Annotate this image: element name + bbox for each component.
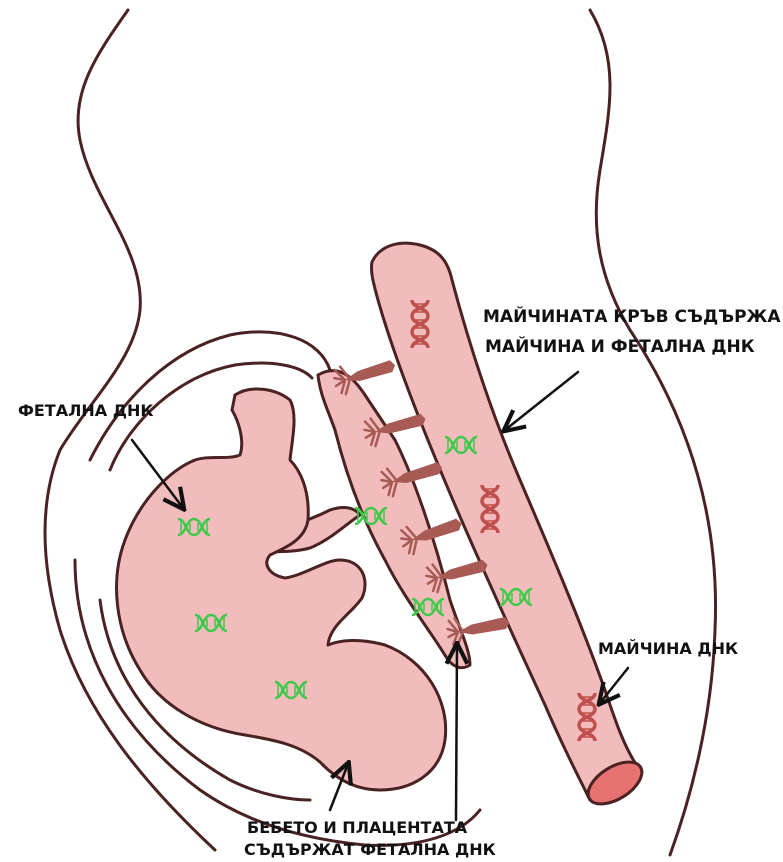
mother-body-left-outline: [45, 10, 215, 850]
arrow-maternal-blood: [505, 372, 578, 430]
label-maternal-blood-line1: МАЙЧИНАТА КРЪВ СЪДЪРЖА: [483, 305, 781, 327]
arrow-placenta: [456, 645, 457, 820]
label-fetal-dna: ФЕТАЛНА ДНК: [18, 401, 153, 420]
label-maternal-dna: МАЙЧИНА ДНК: [598, 639, 738, 658]
label-maternal-blood-line2: МАЙЧИНА И ФЕТАЛНА ДНК: [485, 335, 755, 357]
label-baby-placenta-line2: СЪДЪРЖАТ ФЕТАЛНА ДНК: [244, 840, 496, 859]
label-baby-placenta-line1: БЕБЕТО И ПЛАЦЕНТАТА: [247, 818, 468, 837]
villus-1: [332, 355, 398, 395]
